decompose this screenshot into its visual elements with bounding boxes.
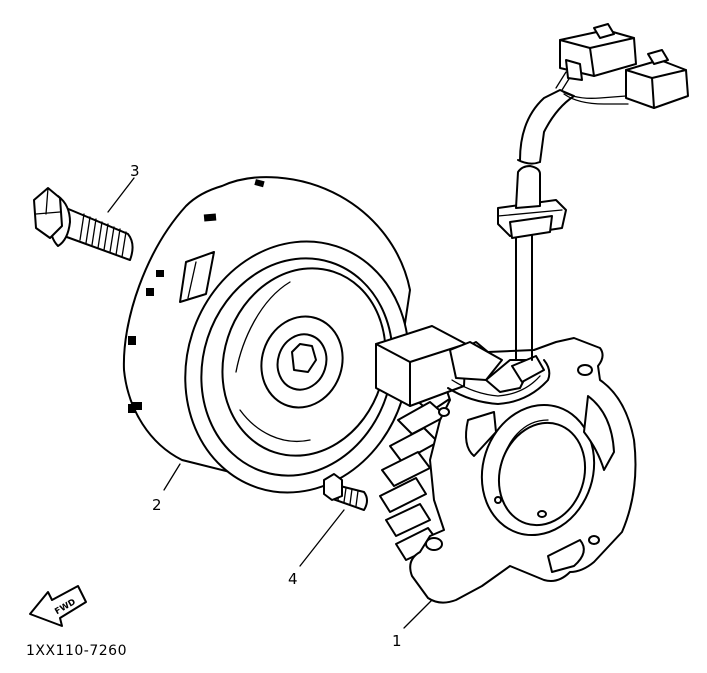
flange-bolt bbox=[33, 187, 134, 261]
callout-2: 2 bbox=[152, 496, 162, 514]
leader-lines bbox=[107, 177, 433, 629]
stator-screw bbox=[323, 473, 368, 511]
forward-arrow-icon: FWD bbox=[29, 585, 87, 627]
diagram-code: 1XX110-7260 bbox=[26, 643, 127, 659]
wire-harness bbox=[497, 23, 689, 361]
callout-3: 3 bbox=[130, 162, 140, 180]
callout-1: 1 bbox=[392, 632, 402, 650]
stator-assembly bbox=[375, 325, 637, 604]
callout-4: 4 bbox=[288, 570, 298, 588]
rotor-flywheel bbox=[122, 176, 411, 494]
